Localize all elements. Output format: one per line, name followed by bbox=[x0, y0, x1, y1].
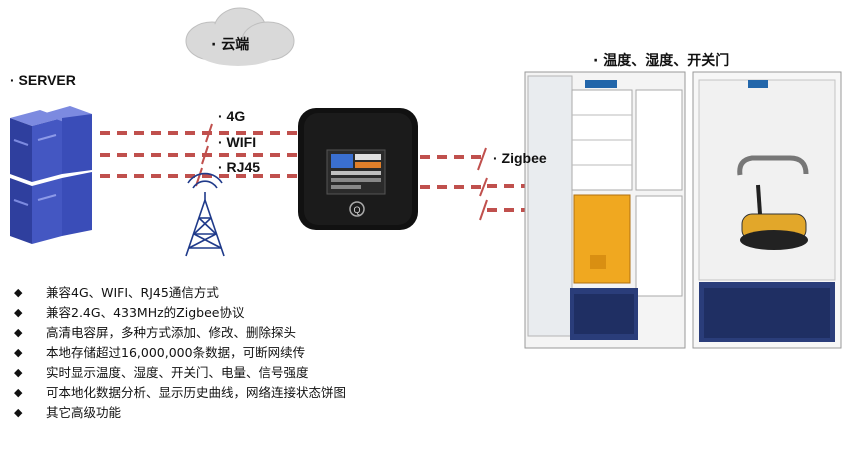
freezer-closed-icon bbox=[692, 71, 842, 349]
feature-item: ◆可本地化数据分析、显示历史曲线，网络连接状态饼图 bbox=[14, 383, 386, 403]
server-icon bbox=[10, 106, 92, 244]
link-label-rj45: · RJ45 bbox=[218, 159, 261, 175]
feature-item: ◆本地存储超过16,000,000条数据，可断网续传 bbox=[14, 343, 406, 363]
sensor-label: · 温度、湿度、开关门 bbox=[593, 53, 730, 69]
diamond-bullet-icon: ◆ bbox=[14, 326, 23, 339]
diamond-bullet-icon: ◆ bbox=[14, 386, 23, 399]
server-label: · SERVER bbox=[10, 72, 76, 88]
feature-item: ◆高清电容屏，多种方式添加、修改、删除探头 bbox=[14, 323, 406, 343]
diamond-bullet-icon: ◆ bbox=[14, 366, 23, 379]
diamond-bullet-icon: ◆ bbox=[14, 286, 23, 299]
diamond-bullet-icon: ◆ bbox=[14, 306, 23, 319]
zigbee-label: · Zigbee bbox=[493, 150, 547, 166]
cloud-label: · 云端 bbox=[211, 37, 250, 53]
diamond-bullet-icon: ◆ bbox=[14, 346, 23, 359]
gateway-brand-mark: Q bbox=[353, 205, 360, 215]
feature-list: ◆兼容4G、WIFI、RJ45通信方式 ◆兼容2.4G、433MHz的Zigbe… bbox=[14, 283, 406, 423]
link-label-wifi: · WIFI bbox=[218, 134, 257, 150]
feature-item: ◆其它高级功能 bbox=[14, 403, 406, 423]
gateway-device-icon: Q bbox=[298, 108, 418, 230]
feature-item: ◆兼容2.4G、433MHz的Zigbee协议 bbox=[14, 303, 406, 323]
feature-item: ◆兼容4G、WIFI、RJ45通信方式 bbox=[14, 283, 406, 303]
diamond-bullet-icon: ◆ bbox=[14, 406, 23, 419]
feature-item: ◆实时显示温度、湿度、开关门、电量、信号强度 bbox=[14, 363, 406, 383]
antenna-tower-icon bbox=[185, 172, 225, 257]
link-label-4g: · 4G bbox=[218, 108, 246, 124]
zigbee-link-breaks bbox=[477, 147, 488, 221]
freezer-open-icon bbox=[524, 71, 686, 349]
link-lines bbox=[100, 131, 298, 178]
cloud-icon bbox=[185, 7, 295, 66]
